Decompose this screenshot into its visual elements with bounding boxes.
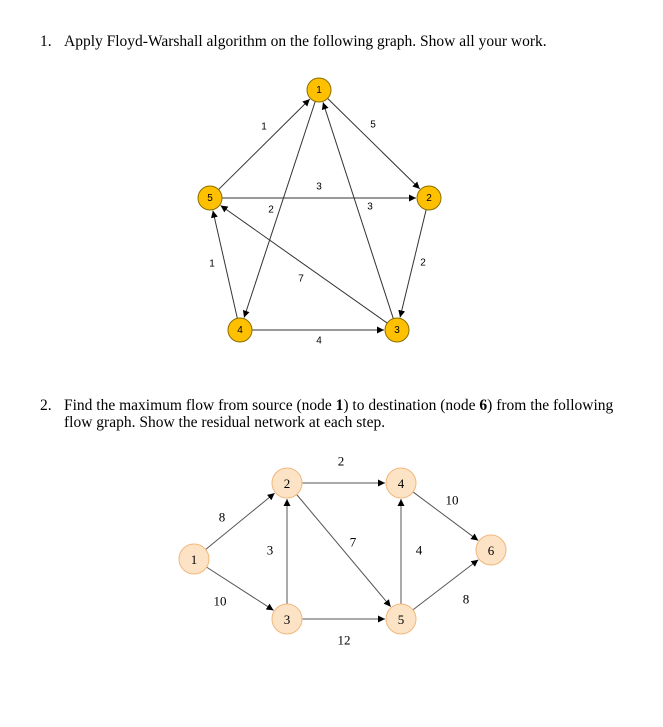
node-label-5: 5 — [207, 193, 213, 204]
node-2 — [416, 185, 442, 211]
edge-weight-1-3: 10 — [214, 594, 227, 609]
node-5 — [197, 185, 223, 211]
node-label-6: 6 — [488, 543, 495, 558]
edge-weight-2-3: 2 — [420, 258, 426, 269]
node-6 — [475, 534, 507, 566]
edge-1-2 — [327, 98, 421, 190]
q2-text-c: ) to destination (node — [343, 397, 480, 414]
edge-weight-5-6: 8 — [463, 592, 470, 607]
edge-weight-2-5: 7 — [350, 535, 357, 550]
node-4 — [385, 467, 417, 499]
node-label-2: 2 — [284, 476, 291, 491]
q2-destination-node: 6 — [479, 397, 488, 414]
node-label-5: 5 — [398, 612, 405, 627]
edge-weight-4-6: 10 — [446, 493, 459, 508]
edge-1-3 — [206, 566, 274, 611]
edge-weight-3-5: 7 — [298, 274, 304, 285]
question-2-line-1: Find the maximum flow from source (node … — [64, 397, 613, 414]
node-label-3: 3 — [394, 325, 400, 336]
edge-weight-1-2: 8 — [219, 510, 226, 525]
node-5 — [385, 603, 417, 635]
edge-1-4 — [242, 101, 316, 318]
edge-weight-1-4: 2 — [268, 205, 274, 216]
edge-3-5 — [220, 205, 388, 324]
edge-5-6 — [412, 559, 479, 611]
question-1-number: 1. — [40, 33, 52, 50]
node-1 — [306, 77, 332, 103]
node-3 — [384, 317, 410, 343]
q2-text-e: ) from the following — [487, 397, 614, 414]
node-2 — [271, 467, 303, 499]
edge-weight-5-4: 4 — [416, 543, 423, 558]
edge-2-3 — [398, 209, 427, 318]
edge-weight-1-2: 5 — [370, 120, 376, 131]
edge-2-5 — [296, 494, 392, 608]
node-1 — [178, 543, 210, 575]
edge-4-5 — [211, 210, 238, 319]
edge-weight-5-2: 3 — [316, 182, 322, 193]
node-label-4: 4 — [398, 476, 405, 491]
node-3 — [271, 603, 303, 635]
edge-weight-3-5: 12 — [338, 633, 351, 648]
question-2-line-2: flow graph. Show the residual network at… — [64, 414, 386, 431]
edge-3-1 — [321, 102, 394, 319]
node-label-4: 4 — [237, 325, 243, 336]
node-label-1: 1 — [316, 85, 322, 96]
q2-text-a: Find the maximum flow from source (node — [64, 397, 336, 414]
question-1-text: Apply Floyd-Warshall algorithm on the fo… — [64, 33, 547, 50]
edge-weight-3-2: 3 — [267, 543, 274, 558]
edge-weight-3-1: 3 — [367, 202, 373, 213]
question-2-number: 2. — [40, 397, 52, 414]
node-4 — [227, 317, 253, 343]
edge-4-6 — [412, 491, 479, 541]
edge-weight-5-1: 1 — [261, 122, 267, 133]
edge-weight-4-3: 4 — [316, 336, 322, 347]
node-label-1: 1 — [191, 552, 198, 567]
node-label-3: 3 — [284, 612, 291, 627]
edge-weight-4-5: 1 — [209, 259, 215, 270]
edge-weight-2-4: 2 — [338, 454, 345, 469]
node-label-2: 2 — [426, 193, 432, 204]
question-2-text: Find the maximum flow from source (node … — [64, 397, 613, 431]
edge-5-1 — [218, 98, 311, 190]
q2-source-node: 1 — [335, 397, 344, 414]
edge-1-2 — [205, 492, 275, 550]
